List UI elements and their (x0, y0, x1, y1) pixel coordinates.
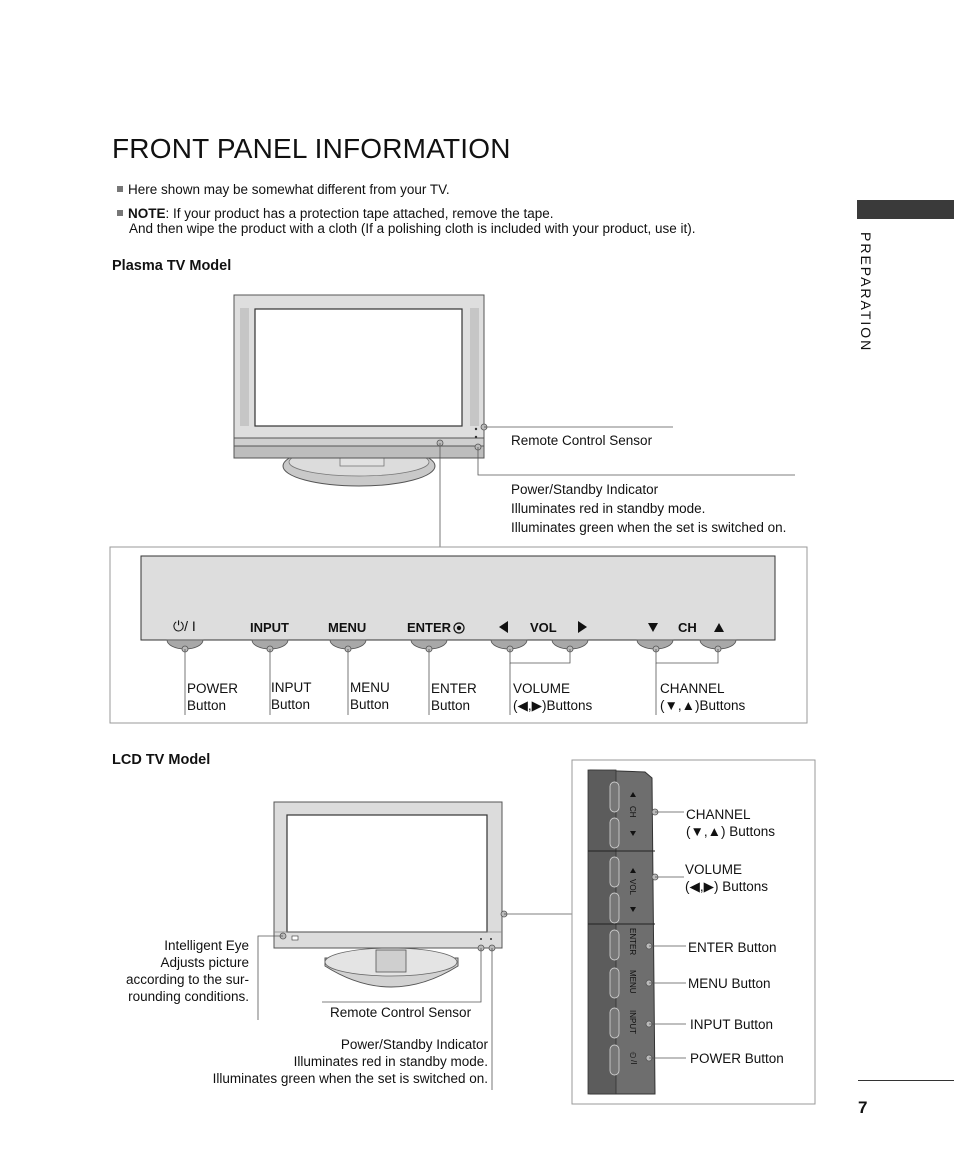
channel-buttons-caption: CHANNEL(▼,▲)Buttons (660, 681, 746, 713)
note-1-text: Here shown may be somewhat different fro… (128, 182, 450, 197)
section-tab-label: PREPARATION (858, 232, 874, 353)
section-tab-bar (857, 200, 954, 219)
plasma-power-indicator-line2: Illuminates green when the set is switch… (511, 520, 787, 535)
lcd-channel-caption: CHANNEL(▼,▲) Buttons (686, 807, 775, 839)
panel-enter-label: ENTER (407, 620, 452, 635)
lcd-volume-caption: VOLUME(◀,▶) Buttons (685, 862, 769, 894)
plasma-panel-frame (109, 546, 808, 724)
plasma-panel-arrows (499, 621, 724, 633)
panel-ch-label: CH (678, 620, 697, 635)
panel-menu-label: MENU (328, 620, 367, 635)
strip-input-label: INPUT (628, 1010, 637, 1034)
note-1: Here shown may be somewhat different fro… (117, 182, 450, 198)
plasma-panel-buttons (166, 639, 737, 650)
plasma-button-leaders (181, 645, 722, 715)
page-number: 7 (858, 1098, 868, 1117)
lcd-side-leaders (645, 808, 686, 1062)
plasma-remote-sensor-label: Remote Control Sensor (511, 433, 653, 448)
lcd-enter-caption: ENTER Button (688, 940, 777, 955)
lcd-heading: LCD TV Model (112, 752, 211, 768)
intelligent-eye-caption: Intelligent Eye Adjusts picture accordin… (125, 938, 249, 1004)
bullet-icon (117, 210, 123, 217)
plasma-panel-strip (140, 555, 776, 641)
page-title: FRONT PANEL INFORMATION (112, 133, 511, 164)
lcd-power-indicator-caption: Power/Standby Indicator Illuminates red … (212, 1037, 488, 1086)
lcd-power-caption: POWER Button (690, 1051, 784, 1066)
lcd-input-caption: INPUT Button (690, 1017, 774, 1032)
strip-enter-label: ENTER (628, 928, 637, 956)
strip-ch-label: CH (628, 806, 637, 818)
enter-circle-icon (453, 622, 465, 634)
lcd-strip-arrows (630, 792, 636, 912)
volume-buttons-caption: VOLUME(◀,▶)Buttons (513, 681, 593, 713)
lcd-remote-sensor-label: Remote Control Sensor (330, 1005, 472, 1020)
plasma-heading: Plasma TV Model (112, 258, 232, 274)
plasma-power-indicator-title: Power/Standby Indicator (511, 482, 659, 497)
lcd-tv-illustration (273, 801, 503, 988)
bullet-icon (117, 186, 123, 193)
plasma-leader-lines (436, 423, 795, 547)
plasma-power-indicator-line1: Illuminates red in standby mode. (511, 501, 706, 516)
strip-vol-label: VOL (628, 879, 637, 896)
plasma-tv-illustration (233, 294, 485, 487)
lcd-side-panel-frame (571, 759, 816, 1105)
lcd-leader-lines (257, 910, 572, 1090)
lcd-menu-caption: MENU Button (688, 976, 771, 991)
note-2-label: NOTE (128, 206, 166, 221)
lcd-side-buttons (609, 781, 620, 1076)
note-2-text: : If your product has a protection tape … (165, 206, 554, 221)
footer-rule (858, 1080, 954, 1081)
panel-vol-label: VOL (530, 620, 557, 635)
strip-menu-label: MENU (628, 970, 637, 994)
panel-input-label: INPUT (250, 620, 289, 635)
panel-power-symbol: ⏻/ I (173, 618, 196, 634)
strip-power-label: ⏻/I (629, 1052, 638, 1065)
note-2: NOTE: If your product has a protection t… (117, 206, 554, 222)
note-2-line-2: And then wipe the product with a cloth (… (129, 221, 696, 236)
